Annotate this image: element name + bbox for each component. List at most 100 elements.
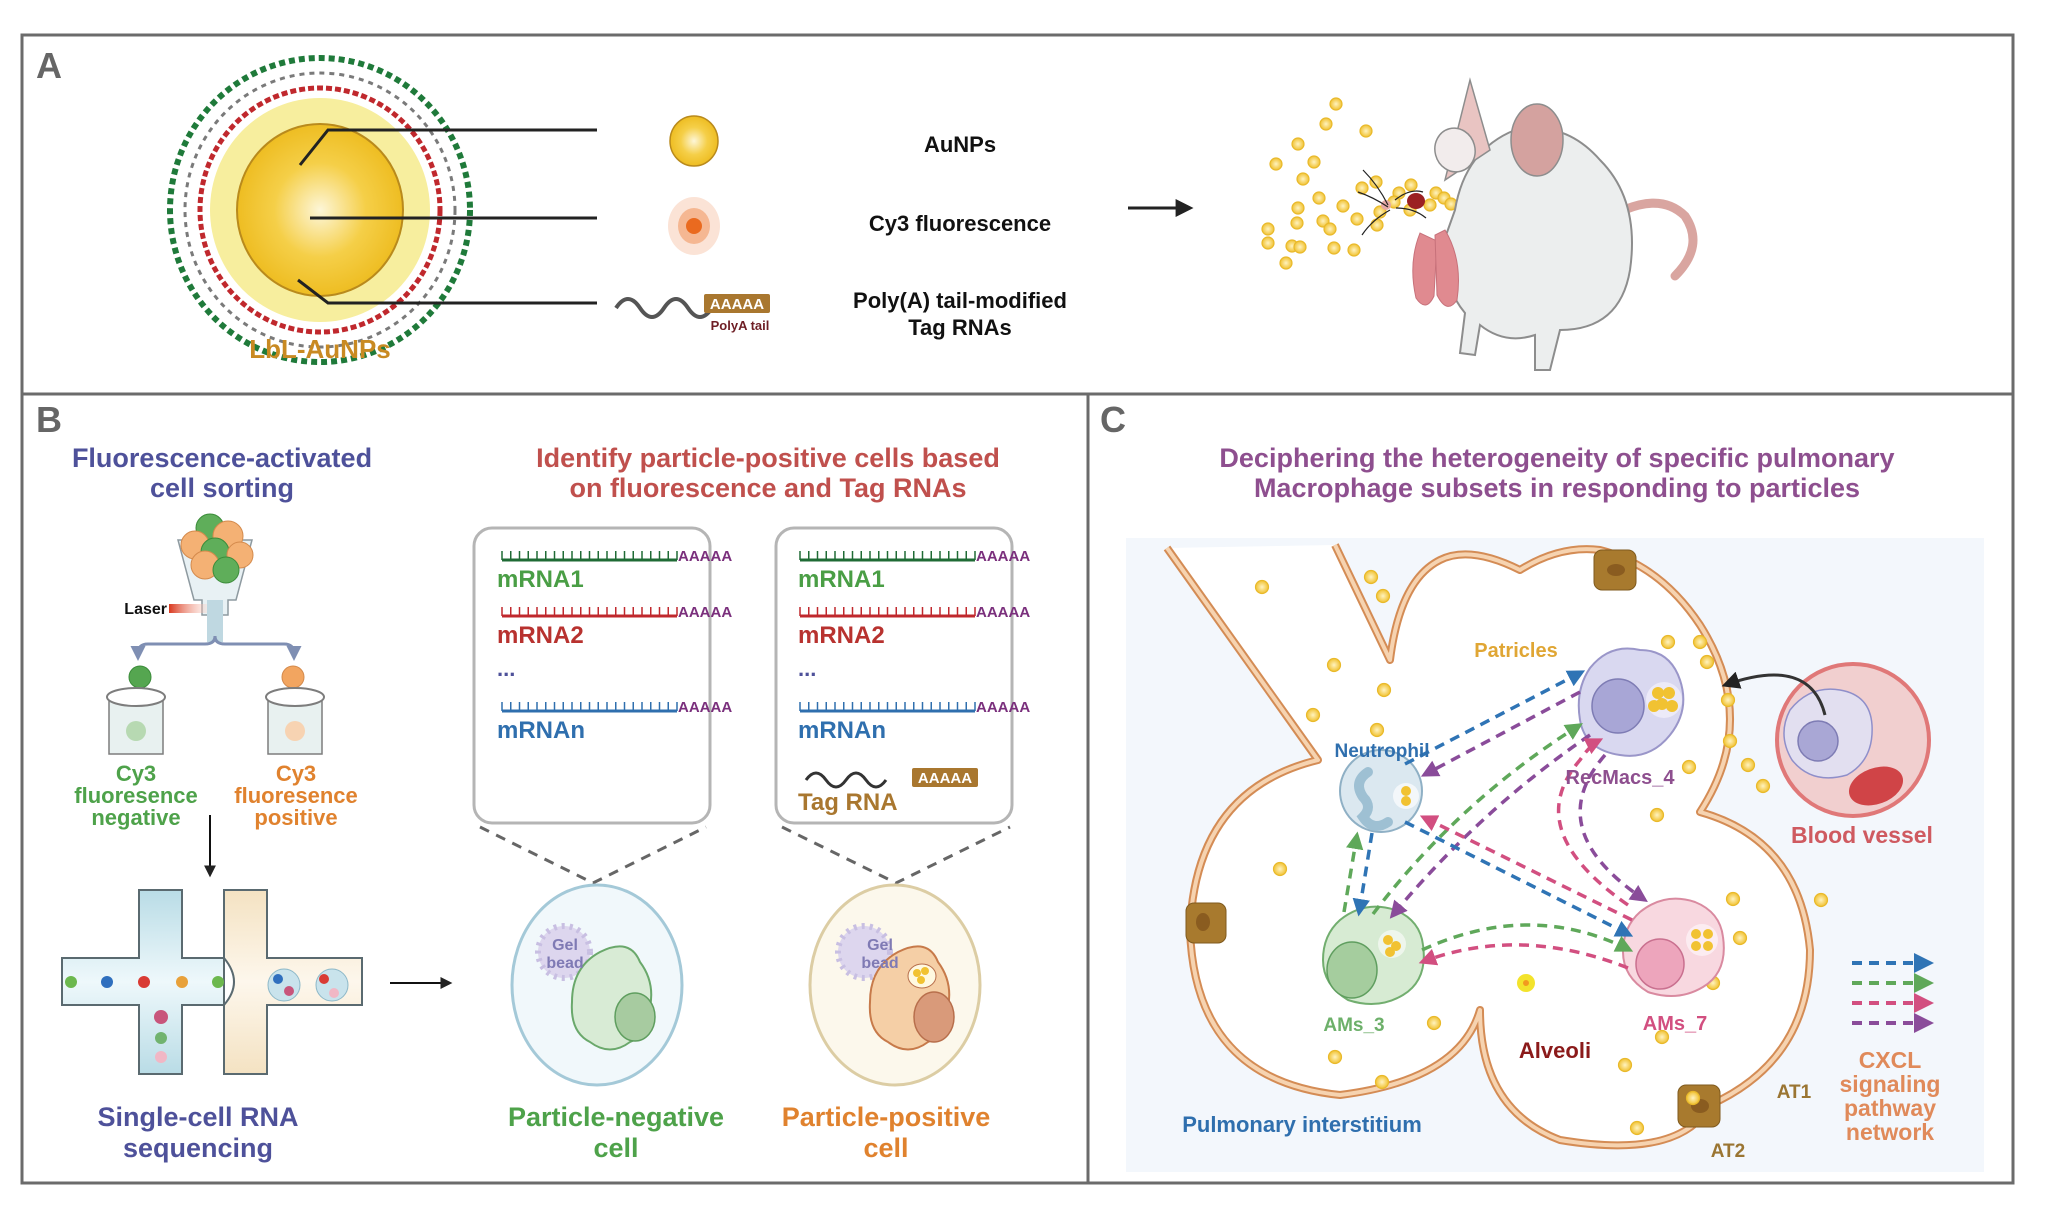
alveoli-wall-inner xyxy=(1165,544,1812,1148)
positive-label-line3: positive xyxy=(254,805,337,830)
particle-dot xyxy=(1720,692,1736,708)
neutrophil-cell xyxy=(1339,749,1423,833)
recmacs4-label: RecMacs_4 xyxy=(1566,767,1676,789)
particle-dot xyxy=(1685,1090,1701,1106)
cxcl-network-arrows xyxy=(1342,670,1648,970)
particle-dot xyxy=(1654,1029,1670,1045)
pos-ellipsis: ... xyxy=(798,656,816,681)
figure-frame xyxy=(20,33,2015,1185)
ams7-label: AMs_7 xyxy=(1643,1013,1707,1035)
particle-dot xyxy=(1369,722,1385,738)
scrna-label-line2: sequencing xyxy=(123,1133,273,1163)
particle-dot xyxy=(1307,155,1321,169)
particle-spray xyxy=(1261,97,1458,270)
positive-tube-icon xyxy=(265,665,325,755)
mrna-strand: AAAAA xyxy=(501,604,732,621)
panel-c: C Deciphering the heterogeneity of speci… xyxy=(1100,399,1984,1172)
particle-dot xyxy=(1279,256,1293,270)
mrna-strand: AAAAA xyxy=(799,604,1030,621)
facs-funnel-icon xyxy=(177,513,254,642)
particle-dot xyxy=(1692,634,1708,650)
particle-dot xyxy=(1376,682,1392,698)
particle-dot xyxy=(1296,172,1310,186)
panel-a-label: A xyxy=(36,45,62,86)
c-title-line1: Deciphering the heterogeneity of specifi… xyxy=(1219,443,1894,473)
neg-mrnan-label: mRNAn xyxy=(497,717,585,744)
particle-dot xyxy=(1327,241,1341,255)
polya-text: AAAAA xyxy=(976,548,1030,565)
legend-aunps: AuNPs xyxy=(924,132,996,157)
alveoli-label: Alveoli xyxy=(1519,1038,1591,1063)
identify-title-line2: on fluorescence and Tag RNAs xyxy=(569,473,966,503)
neg-ellipsis: ... xyxy=(497,656,515,681)
neg-mrna2-label: mRNA2 xyxy=(497,622,584,649)
gold-nanoparticle-icon xyxy=(669,115,719,167)
neutrophil-label: Neutrophil xyxy=(1335,741,1430,762)
particle-positive-line2: cell xyxy=(863,1133,908,1163)
particle-dot xyxy=(1327,1049,1343,1065)
particle-dot xyxy=(1681,759,1697,775)
identify-title-line1: Identify particle-positive cells based xyxy=(536,443,1000,473)
mrna-strand: AAAAA xyxy=(501,548,732,565)
polya-text: AAAAA xyxy=(678,699,732,716)
particle-dot xyxy=(1261,236,1275,250)
tag-rna-icon: AAAAA PolyA tail xyxy=(614,294,770,333)
particle-dot xyxy=(1370,218,1384,232)
gel-bead-pos-line2: bead xyxy=(861,955,898,972)
particle-dot xyxy=(1319,117,1333,131)
at1-label: AT1 xyxy=(1777,1082,1812,1103)
particles-label: Patricles xyxy=(1474,640,1557,662)
polya-tail-caption: PolyA tail xyxy=(711,318,770,333)
particle-dot xyxy=(1375,588,1391,604)
facs-title-line1: Fluorescence-activated xyxy=(72,443,372,473)
recruitment-arrow xyxy=(1721,671,1827,716)
tag-polya-text: AAAAA xyxy=(918,770,972,787)
positive-label-line2: fluoresence xyxy=(234,783,358,808)
particle-dot xyxy=(1423,198,1437,212)
positive-label-line1: Cy3 xyxy=(276,761,316,786)
particle-negative-droplet xyxy=(510,883,684,1087)
particle-dot xyxy=(1312,191,1326,205)
particle-dot xyxy=(1722,733,1738,749)
particle-negative-line2: cell xyxy=(593,1133,638,1163)
particle-dot xyxy=(1323,222,1337,236)
laser-label: Laser xyxy=(124,601,167,618)
legend-tag-rna-line1: Poly(A) tail-modified xyxy=(853,288,1067,313)
cxcl-legend-arrows xyxy=(1852,953,1934,1033)
particle-dot xyxy=(1326,657,1342,673)
panel-b-label: B xyxy=(36,399,62,440)
scrna-label-line1: Single-cell RNA xyxy=(97,1102,298,1132)
negative-label-line3: negative xyxy=(91,805,180,830)
gel-bead-neg-line2: bead xyxy=(546,955,583,972)
c-title-line2: Macrophage subsets in responding to part… xyxy=(1254,473,1860,503)
cxcl-legend-line1: CXCL xyxy=(1859,1047,1922,1073)
polya-text: AAAAA xyxy=(678,604,732,621)
particle-dot xyxy=(1374,1074,1390,1090)
sort-split-arrows xyxy=(130,635,302,661)
particle-dot xyxy=(1305,707,1321,723)
at2-cell-icon xyxy=(1185,902,1227,944)
pos-mrnan-label: mRNAn xyxy=(798,717,886,744)
ams3-label: AMs_3 xyxy=(1323,1015,1384,1036)
particle-dot xyxy=(1363,569,1379,585)
at2-cell-icon xyxy=(1593,549,1637,591)
panel-c-label: C xyxy=(1100,399,1126,440)
particle-positive-line1: Particle-positive xyxy=(782,1102,991,1132)
particle-dot xyxy=(1291,137,1305,151)
tag-rna-label: Tag RNA xyxy=(798,789,898,816)
particles xyxy=(1254,569,1829,1136)
particle-dot xyxy=(1350,212,1364,226)
particle-dot xyxy=(1617,1057,1633,1073)
particle-dot xyxy=(1732,930,1748,946)
lbl-aunps-label: LbL-AuNPs xyxy=(249,334,391,364)
particle-dot xyxy=(1404,178,1418,192)
microfluidic-chip-icon xyxy=(61,889,363,1075)
particle-dot xyxy=(1293,240,1307,254)
particle-dot xyxy=(1740,757,1756,773)
particle-dot xyxy=(1359,124,1373,138)
particle-dot xyxy=(1660,634,1676,650)
zoom-connectors xyxy=(479,825,1011,885)
particle-dot xyxy=(1269,157,1283,171)
